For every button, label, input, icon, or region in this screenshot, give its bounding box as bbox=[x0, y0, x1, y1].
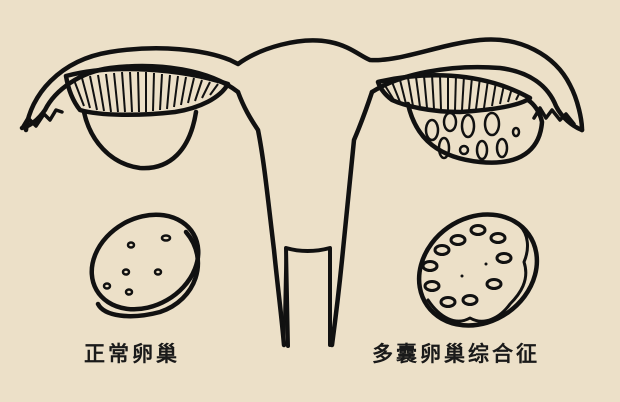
pcos-ovary-label: 多囊卵巢综合征 bbox=[372, 341, 540, 366]
normal-ovary-label: 正常卵巢 bbox=[84, 341, 180, 366]
normal-ovary-cross-section bbox=[89, 212, 201, 319]
follicles bbox=[102, 234, 172, 296]
uterus bbox=[23, 37, 585, 348]
pcos-ovary-cross-section bbox=[416, 212, 540, 328]
left-ovary-normal bbox=[63, 66, 231, 171]
cysts bbox=[424, 111, 521, 161]
cysts bbox=[421, 224, 513, 308]
right-ovary-polycystic bbox=[375, 73, 545, 165]
left-fallopian-tube bbox=[19, 63, 241, 131]
